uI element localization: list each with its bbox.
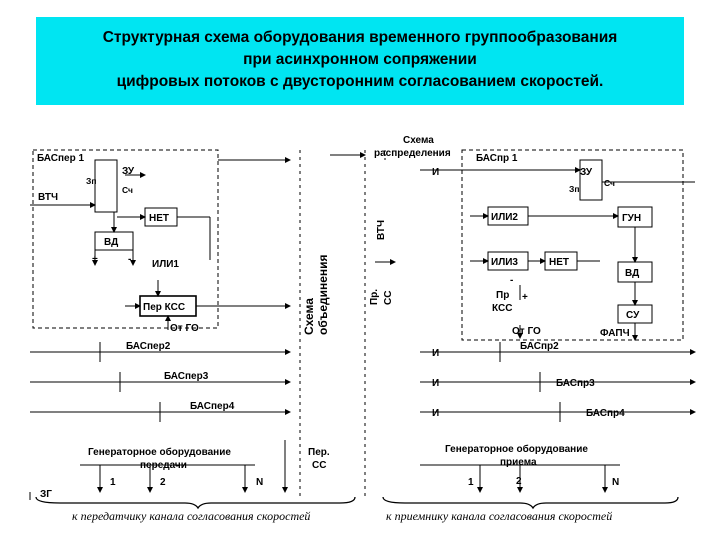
rx-sch-label: Сч [604, 178, 615, 188]
mid-per-ss-1: Пер. [308, 447, 330, 458]
rx-bas4-label: БАСпр4 [586, 408, 625, 419]
rx-nN-label: N [612, 477, 619, 488]
rx-pr-kss-1: Пр [496, 290, 509, 301]
rx-ili2-label: ИЛИ2 [491, 212, 518, 223]
tx-vd-label: ВД [104, 237, 118, 248]
rx-ot-go-label: От ГО [512, 326, 541, 337]
tx-zu-label: ЗУ [122, 166, 135, 177]
rx-minus-label: - [510, 275, 513, 286]
rx-gen-line2: приема [500, 457, 537, 468]
tx-gen-line2: передачи [140, 460, 187, 471]
rx-gen-line1: Генераторное оборудование [445, 443, 588, 455]
tx-n2-label: 2 [160, 477, 166, 488]
tx-n1-label: 1 [110, 477, 116, 488]
rx-pr-kss-2: КСС [492, 303, 512, 314]
tx-bas3-label: БАСпер3 [164, 371, 209, 382]
tx-zp-label: Зп [86, 176, 96, 186]
rx-footer-caption: к приемнику канала согласования скоросте… [386, 509, 612, 523]
rx-fapch-label: ФАПЧ [600, 328, 630, 339]
rx-su-label: СУ [626, 310, 640, 321]
bas-pr1-frame [461, 149, 684, 341]
tx-zu-block [94, 159, 118, 213]
rx-bas2-label: БАСпр2 [520, 341, 559, 352]
rx-net-label: НЕТ [549, 257, 569, 268]
tx-per-kss-label: Пер КСС [143, 302, 185, 313]
tx-zg-label: ЗГ [40, 489, 52, 500]
rx-plus-label: + [522, 292, 528, 303]
rx-i3-label: И [432, 378, 439, 389]
mid-pr-ss-1: Пр. [369, 289, 380, 305]
rx-i2-label: И [432, 348, 439, 359]
rx-i4-label: И [432, 408, 439, 419]
mid-pr-ss-2: СС [383, 291, 394, 305]
merge-label-2: объединения [316, 254, 330, 335]
mid-vtch-label: ВТЧ [376, 220, 387, 240]
tx-gen-line1: Генераторное оборудование [88, 446, 231, 458]
bas-per1-frame [32, 149, 219, 329]
rx-vd-label: ВД [625, 268, 639, 279]
rx-gun-label: ГУН [622, 213, 641, 224]
tx-ot-go-label: От ГО [170, 323, 199, 334]
tx-plus-label: + [92, 254, 98, 265]
rx-bas3-label: БАСпр3 [556, 378, 595, 389]
rx-zu-label: ЗУ [580, 167, 593, 178]
dist-label-1: Схема [403, 135, 434, 146]
tx-bas1-label: БАСпер 1 [37, 153, 84, 164]
rx-n2-label: 2 [516, 476, 522, 487]
title-banner: Структурная схема оборудования временног… [36, 17, 684, 105]
tx-bas2-label: БАСпер2 [126, 341, 171, 352]
rx-i1-label: И [432, 167, 439, 178]
rx-zp-label: Зп [569, 184, 579, 194]
tx-net-label: НЕТ [149, 213, 169, 224]
rx-zu-block [579, 159, 603, 201]
tx-ili1-label: ИЛИ1 [152, 259, 179, 270]
title-line-2: при асинхронном сопряжении [243, 51, 477, 68]
rx-ili3-label: ИЛИ3 [491, 257, 518, 268]
rx-n1-label: 1 [468, 477, 474, 488]
mid-per-ss-2: СС [312, 460, 326, 471]
tx-nN-label: N [256, 477, 263, 488]
rx-bas1-label: БАСпр 1 [476, 153, 518, 164]
tx-footer-caption: к передатчику канала согласования скорос… [72, 509, 310, 523]
tx-sch-label: Сч [122, 185, 133, 195]
tx-minus-label: - [128, 254, 131, 265]
title-line-1: Структурная схема оборудования временног… [102, 29, 618, 46]
tx-bas4-label: БАСпер4 [190, 401, 235, 412]
merge-label-1: Схема [302, 298, 316, 335]
dist-label-2: распределения [374, 148, 451, 159]
tx-vtch-label: ВТЧ [38, 192, 58, 203]
title-line-3: цифровых потоков с двусторонним согласов… [116, 73, 604, 90]
